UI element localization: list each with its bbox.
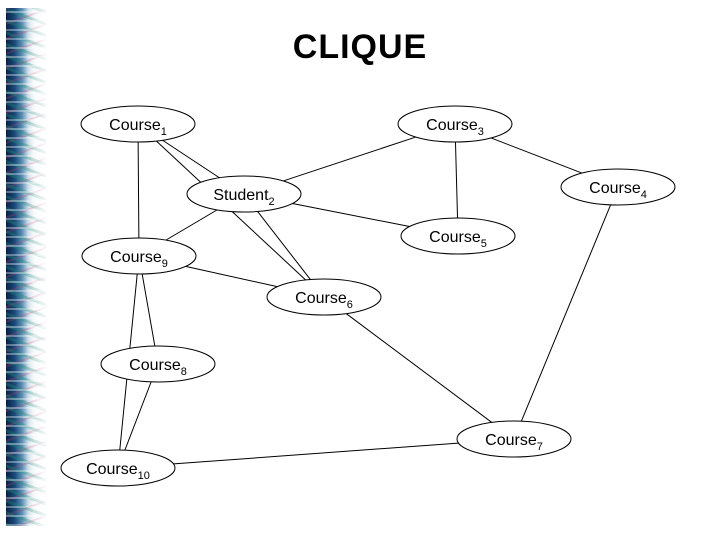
node-label-base: Course bbox=[485, 432, 537, 449]
edge-course3-course5 bbox=[454, 141, 459, 219]
node-label-sub: 5 bbox=[481, 238, 487, 250]
edge-course10-course7 bbox=[173, 442, 459, 465]
node-label-base: Course bbox=[426, 117, 478, 134]
node-student2: Student2 bbox=[186, 175, 302, 213]
node-label-base: Course bbox=[109, 117, 161, 134]
decorative-side-strip bbox=[6, 8, 46, 526]
node-label-sub: 7 bbox=[537, 441, 543, 453]
node-course5: Course5 bbox=[400, 217, 516, 255]
node-label-base: Student bbox=[213, 187, 269, 204]
node-label-sub: 4 bbox=[641, 189, 647, 201]
edge-student2-course5 bbox=[292, 203, 410, 227]
node-course9: Course9 bbox=[81, 237, 197, 275]
node-course3: Course3 bbox=[397, 105, 513, 143]
node-course6: Course6 bbox=[266, 278, 382, 316]
node-label-course1: Course1 bbox=[109, 117, 167, 138]
node-label-sub: 9 bbox=[162, 258, 168, 270]
node-ellipse-course6 bbox=[266, 278, 382, 316]
node-label-course6: Course6 bbox=[295, 290, 353, 311]
node-course10: Course10 bbox=[60, 449, 176, 487]
node-label-course7: Course7 bbox=[485, 432, 543, 453]
node-label-base: Course bbox=[295, 290, 347, 307]
node-label-base: Course bbox=[110, 249, 162, 266]
node-ellipse-student2 bbox=[186, 175, 302, 213]
node-label-sub: 6 bbox=[347, 299, 353, 311]
edges-layer bbox=[119, 136, 612, 465]
node-course1: Course1 bbox=[80, 105, 196, 143]
node-ellipse-course9 bbox=[81, 237, 197, 275]
node-course4: Course4 bbox=[560, 168, 676, 206]
node-label-student2: Student2 bbox=[213, 187, 274, 208]
node-label-sub: 3 bbox=[478, 126, 484, 138]
edge-course9-course6 bbox=[185, 265, 278, 288]
node-ellipse-course7 bbox=[456, 420, 572, 458]
edge-course3-course4 bbox=[490, 137, 583, 174]
node-ellipse-course5 bbox=[400, 217, 516, 255]
node-label-course8: Course8 bbox=[129, 357, 187, 378]
node-ellipse-course4 bbox=[560, 168, 676, 206]
node-label-course4: Course4 bbox=[589, 180, 647, 201]
node-label-sub: 1 bbox=[161, 126, 167, 138]
slide-title: CLIQUE bbox=[292, 28, 428, 66]
edge-student2-course9 bbox=[165, 209, 218, 241]
edge-course8-course10 bbox=[124, 381, 152, 451]
node-label-base: Course bbox=[86, 461, 138, 478]
node-ellipse-course3 bbox=[397, 105, 513, 143]
node-label-sub: 8 bbox=[181, 366, 187, 378]
node-label-sub: 2 bbox=[269, 196, 275, 208]
node-ellipse-course10 bbox=[60, 449, 176, 487]
node-label-base: Course bbox=[129, 357, 181, 374]
node-course8: Course8 bbox=[100, 345, 216, 383]
edge-course6-course7 bbox=[345, 313, 493, 423]
edge-course3-student2 bbox=[283, 136, 416, 182]
node-label-course3: Course3 bbox=[426, 117, 484, 138]
node-label-sub: 10 bbox=[138, 470, 150, 482]
edge-course1-course9 bbox=[137, 141, 140, 239]
node-label-base: Course bbox=[429, 229, 481, 246]
node-label-course10: Course10 bbox=[86, 461, 150, 482]
node-ellipse-course1 bbox=[80, 105, 196, 143]
edge-course4-course7 bbox=[520, 204, 612, 422]
node-label-base: Course bbox=[589, 180, 641, 197]
node-course7: Course7 bbox=[456, 420, 572, 458]
node-ellipse-course8 bbox=[100, 345, 216, 383]
edge-course1-student2 bbox=[162, 139, 220, 179]
edge-course9-course8 bbox=[141, 273, 156, 347]
node-label-course5: Course5 bbox=[429, 229, 487, 250]
node-label-course9: Course9 bbox=[110, 249, 168, 270]
edge-student2-course6 bbox=[257, 211, 311, 280]
